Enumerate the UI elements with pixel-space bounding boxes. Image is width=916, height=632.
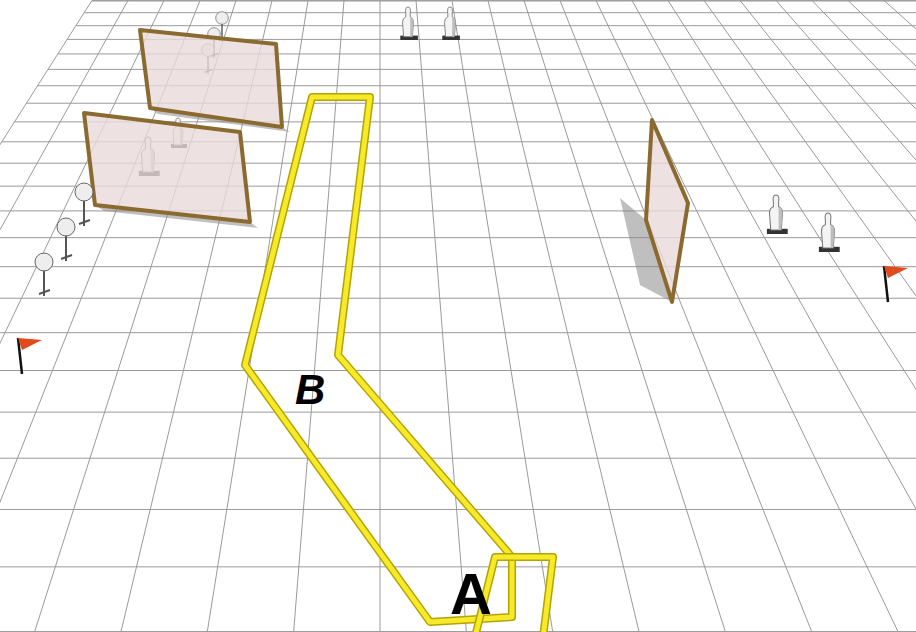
grid-line bbox=[668, 0, 916, 632]
grid-line bbox=[704, 0, 916, 632]
area-outline bbox=[428, 557, 695, 632]
grid-line bbox=[0, 370, 916, 371]
grid-line bbox=[740, 0, 916, 632]
grid-line bbox=[0, 266, 916, 267]
boundary-flag bbox=[884, 266, 908, 302]
barricade-wall bbox=[140, 30, 290, 132]
steel-plate bbox=[57, 218, 75, 261]
grid-line bbox=[560, 0, 845, 632]
area-outline bbox=[245, 97, 515, 627]
grid-line bbox=[596, 0, 916, 632]
grid-line bbox=[0, 0, 128, 632]
barricade-wall bbox=[84, 113, 258, 228]
grid-line bbox=[84, 12, 916, 13]
grid-line bbox=[76, 25, 916, 26]
paper-target bbox=[400, 7, 418, 40]
area-letter: B bbox=[295, 369, 325, 411]
area-letter: A bbox=[450, 565, 492, 623]
shooting-area: BA bbox=[245, 97, 515, 627]
grid-line bbox=[812, 0, 916, 632]
grid-line bbox=[488, 0, 659, 632]
start-box: A bbox=[428, 557, 514, 631]
grid-line bbox=[0, 298, 916, 299]
grid-line bbox=[776, 0, 916, 632]
boundary-flag bbox=[18, 338, 42, 374]
steel-plate bbox=[35, 253, 53, 296]
grid-line bbox=[452, 0, 566, 632]
steel-plate bbox=[75, 183, 93, 226]
grid-line bbox=[0, 0, 164, 632]
area-outline bbox=[245, 97, 512, 622]
area-outline bbox=[428, 557, 695, 632]
grid-line bbox=[0, 631, 916, 632]
paper-target bbox=[819, 213, 840, 252]
area-outline bbox=[245, 97, 512, 622]
grid-line bbox=[632, 0, 916, 632]
grid-line bbox=[416, 0, 473, 632]
grid-line bbox=[92, 0, 916, 1]
paper-target bbox=[442, 7, 460, 40]
grid-line bbox=[848, 0, 916, 632]
grid-line bbox=[0, 509, 916, 510]
grid-line bbox=[380, 0, 381, 632]
grid-line bbox=[0, 458, 916, 459]
grid-line bbox=[0, 332, 916, 333]
grid-line bbox=[92, 1, 916, 2]
grid-line bbox=[0, 0, 92, 632]
paper-target bbox=[767, 195, 788, 234]
grid-line bbox=[524, 0, 752, 632]
grid-line bbox=[0, 412, 916, 413]
barricade-wall bbox=[620, 120, 688, 302]
grid-line bbox=[884, 0, 916, 632]
range-props bbox=[18, 7, 908, 374]
grid-line bbox=[0, 237, 916, 238]
